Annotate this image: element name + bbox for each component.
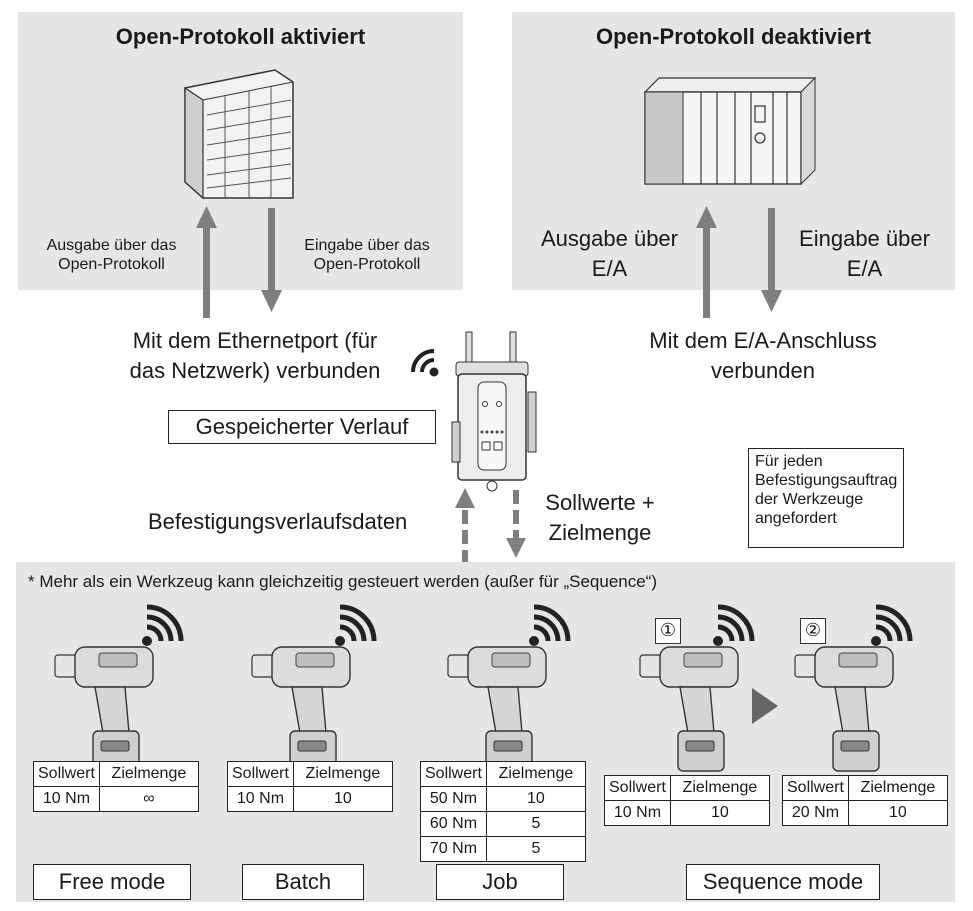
wifi-icon-sequence-1: [714, 607, 754, 647]
upload-label: Befestigungsverlaufsdaten: [148, 509, 408, 534]
wifi-icon: [411, 349, 439, 377]
setpoint-cell: 60 Nm: [420, 811, 487, 837]
target-cell: 10: [847, 800, 948, 826]
tool-batch: [251, 646, 351, 772]
mode-label-batch: Batch: [242, 864, 364, 900]
left-output-label: Ausgabe über das Open-Protokoll: [46, 237, 177, 273]
table-row: 10 Nm∞: [33, 786, 199, 812]
tool-free-mode: [54, 646, 154, 772]
mode-label-sequence: Sequence mode: [686, 864, 880, 900]
io-label: Mit dem E/A-Anschluss verbunden: [649, 328, 877, 383]
server-rack-icon: [184, 69, 294, 200]
mode-label-free: Free mode: [33, 864, 191, 900]
header-setpoint: Sollwert: [33, 761, 100, 787]
target-cell: 5: [485, 836, 586, 862]
wifi-icon-sequence-2: [872, 607, 912, 647]
header-setpoint: Sollwert: [782, 775, 849, 801]
header-target: Zielmenge: [847, 775, 948, 801]
setpoint-cell: 70 Nm: [420, 836, 487, 862]
bottom-note: * Mehr als ein Werkzeug kann gleichzeiti…: [28, 572, 657, 591]
right-output-label: Ausgabe über E/A: [541, 226, 678, 281]
plc-icon: [643, 76, 817, 186]
setpoint-cell: 50 Nm: [420, 786, 487, 812]
setpoint-cell: 10 Nm: [227, 786, 294, 812]
tool-sequence-1: [639, 646, 739, 772]
mode-label-job: Job: [436, 864, 564, 900]
header-setpoint: Sollwert: [227, 761, 294, 787]
target-cell: 10: [669, 800, 770, 826]
setpoint-cell: 10 Nm: [604, 800, 671, 826]
wifi-icon-batch: [336, 607, 376, 647]
right-input-label: Eingabe über E/A: [799, 226, 930, 281]
left-input-label: Eingabe über das Open-Protokoll: [304, 237, 430, 273]
header-setpoint: Sollwert: [604, 775, 671, 801]
header-target: Zielmenge: [98, 761, 199, 787]
header-target: Zielmenge: [485, 761, 586, 787]
wifi-icon-free-mode: [143, 607, 183, 647]
target-cell: 5: [485, 811, 586, 837]
sequence-step-1-marker: ①: [655, 618, 681, 644]
setpoint-cell: 20 Nm: [782, 800, 849, 826]
right-panel-title: Open-Protokoll deaktiviert: [595, 24, 872, 49]
sequence-step-2-marker: ②: [800, 618, 826, 644]
target-cell: ∞: [98, 786, 199, 812]
history-box: Gespeicherter Verlauf: [168, 410, 436, 444]
tool-job: [447, 646, 547, 772]
request-note: Für jeden Befestigungsauftrag der Werkze…: [748, 448, 904, 548]
header-setpoint: Sollwert: [420, 761, 487, 787]
ethernet-label: Mit dem Ethernetport (für das Netzwerk) …: [129, 328, 381, 383]
header-target: Zielmenge: [292, 761, 393, 787]
next-step-arrow-icon: [752, 688, 778, 724]
header-target: Zielmenge: [669, 775, 770, 801]
wifi-icon-job: [530, 607, 570, 647]
download-label: Sollwerte + Zielmenge: [545, 490, 655, 545]
tool-sequence-2: [794, 646, 894, 772]
controller-icon: [451, 331, 537, 492]
target-cell: 10: [292, 786, 393, 812]
target-cell: 10: [485, 786, 586, 812]
setpoint-cell: 10 Nm: [33, 786, 100, 812]
left-panel-title: Open-Protokoll aktiviert: [115, 24, 366, 49]
